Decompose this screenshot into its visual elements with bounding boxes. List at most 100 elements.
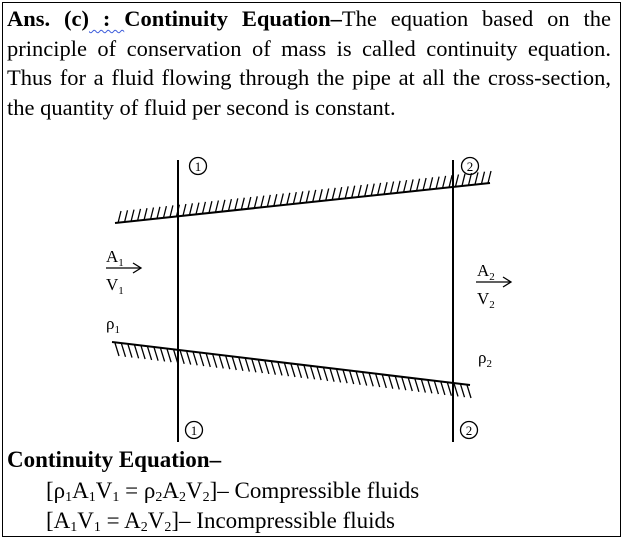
hatch-stroke [169, 205, 174, 218]
hatch-stroke [388, 375, 394, 389]
hatch-stroke [266, 194, 271, 208]
section-2-bottom-label: 2 [466, 423, 473, 438]
hatch-stroke [299, 191, 304, 204]
hatch-stroke [381, 374, 387, 389]
hatch-stroke [344, 186, 349, 199]
section-1-bottom-label: 1 [191, 423, 198, 438]
hatch-stroke [394, 376, 400, 390]
hatch-stroke [375, 373, 381, 388]
hatch-stroke [440, 381, 446, 396]
hatch-stroke [407, 377, 413, 392]
hatch-stroke [480, 171, 486, 184]
hatch-stroke [292, 191, 297, 205]
section-2-top-label: 2 [467, 159, 474, 174]
hatch-stroke [127, 344, 133, 358]
hatch-stroke [273, 194, 278, 207]
hatch-stroke [331, 187, 336, 200]
hatch-stroke [117, 210, 122, 224]
hatch-stroke [453, 383, 459, 397]
hatch-stroke [208, 201, 213, 214]
density-1-label: ρ1 [106, 314, 120, 336]
hatch-stroke [186, 351, 192, 365]
section-2-bottom-circle [459, 420, 479, 440]
hatch-stroke [153, 347, 159, 361]
hatch-stroke [225, 356, 231, 370]
hatch-stroke [318, 189, 323, 202]
hatch-stroke [329, 368, 335, 382]
hatch-stroke [218, 355, 224, 369]
hatch-stroke [433, 380, 440, 395]
hatch-stroke [446, 382, 453, 396]
hatch-stroke [422, 177, 427, 191]
hatch-stroke [441, 175, 447, 189]
hatch-stroke [303, 365, 309, 379]
section-2-top-circle [460, 156, 480, 176]
answer-text: The equation based on the principle of c… [7, 6, 611, 120]
hatch-stroke [149, 207, 155, 220]
hatch-stroke [335, 369, 342, 383]
pipe-bottom-hatching [114, 342, 472, 399]
hatch-stroke [192, 352, 198, 366]
hatch-stroke [140, 345, 146, 360]
hatch-stroke [120, 343, 127, 357]
answer-label: Ans. (c) : Continuity Equation– [7, 6, 342, 31]
hatch-stroke [251, 359, 257, 373]
hatch-stroke [296, 364, 303, 378]
hatch-stroke [312, 189, 317, 203]
hatch-stroke [260, 195, 265, 208]
hatch-stroke [461, 173, 466, 186]
hatch-stroke [264, 360, 270, 375]
hatch-stroke [349, 370, 355, 385]
hatch-stroke [214, 200, 220, 213]
section-1-bottom-circle [184, 420, 204, 440]
area-2-label: A2 [477, 261, 495, 283]
hatch-stroke [309, 366, 316, 380]
hatch-stroke [195, 202, 200, 215]
hatch-stroke [355, 371, 361, 385]
hatch-stroke [427, 380, 433, 394]
hatch-stroke [409, 179, 414, 192]
compressible-equation: [ρ1A1V1 = ρ2A2V2]– Compressible fluids [46, 478, 420, 505]
hatch-stroke [364, 184, 369, 197]
velocity-1-label: V1 [106, 275, 124, 297]
hatch-stroke [146, 346, 153, 361]
hatch-stroke [466, 384, 472, 399]
hatch-stroke [338, 186, 343, 200]
hatch-stroke [283, 363, 290, 377]
hatch-stroke [143, 208, 148, 221]
answer-option: Ans. (c) [7, 6, 89, 31]
hatch-stroke [396, 180, 401, 193]
answer-term: Continuity Equation [124, 6, 331, 31]
incompressible-label: – Incompressible fluids [179, 508, 395, 533]
hatch-stroke [389, 181, 395, 194]
hatch-stroke [370, 183, 375, 196]
hatch-stroke [227, 198, 233, 212]
section-1-top-label: 1 [195, 159, 202, 174]
hatch-stroke [253, 196, 258, 209]
hatch-stroke [305, 190, 310, 203]
hatch-stroke [351, 185, 356, 198]
hatch-stroke [435, 176, 440, 189]
hatch-stroke [290, 363, 296, 378]
pipe-top-hatching [117, 170, 492, 224]
incompressible-equation: [A1V1 = A2V2]– Incompressible fluids [46, 508, 395, 535]
hatch-stroke [322, 367, 329, 382]
hatch-stroke [362, 372, 368, 386]
hatch-stroke [231, 356, 237, 371]
hatch-stroke [166, 349, 172, 363]
hatch-stroke [234, 198, 239, 211]
hatch-stroke [316, 366, 322, 381]
area-1-label: A1 [106, 247, 124, 269]
hatch-stroke [487, 170, 492, 184]
hatch-stroke [188, 203, 194, 216]
hatch-stroke [448, 175, 453, 188]
hatch-stroke [279, 193, 284, 206]
hatch-stroke [173, 349, 179, 364]
hatch-stroke [133, 345, 140, 359]
hatch-stroke [415, 178, 421, 191]
hatch-stroke [270, 361, 277, 375]
hatch-stroke [136, 208, 142, 222]
hatch-stroke [179, 350, 185, 364]
hatch-stroke [342, 370, 348, 384]
